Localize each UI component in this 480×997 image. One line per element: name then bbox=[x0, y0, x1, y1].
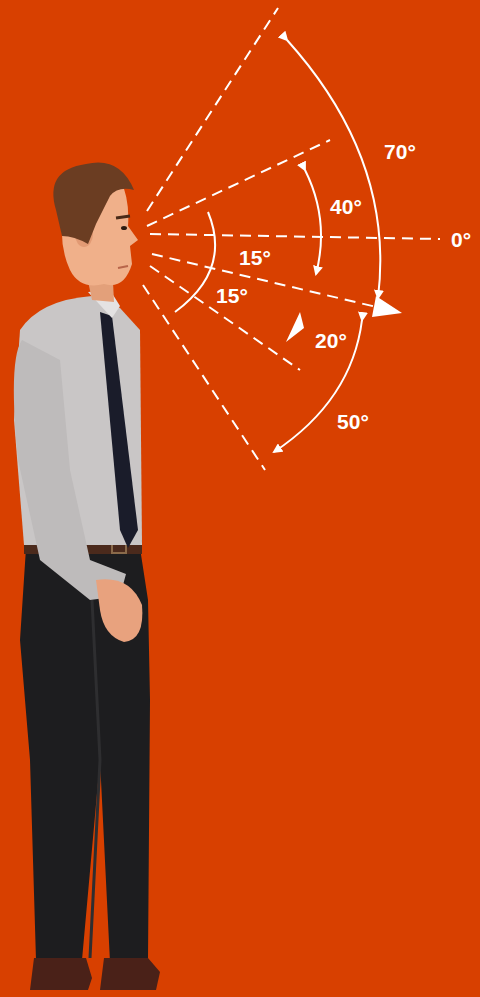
sight-lines bbox=[143, 8, 440, 470]
man-figure bbox=[14, 162, 160, 990]
angle-arcs bbox=[175, 40, 380, 452]
arrowhead bbox=[372, 296, 402, 317]
angle-label: 0° bbox=[451, 228, 471, 252]
angle-label: 50° bbox=[337, 410, 369, 434]
arrowhead bbox=[286, 312, 304, 342]
angle-label: 15° bbox=[216, 284, 248, 308]
angle-label: 40° bbox=[330, 195, 362, 219]
angle-label: 20° bbox=[315, 329, 347, 353]
angle-label: 70° bbox=[384, 140, 416, 164]
angle-label: 15° bbox=[239, 246, 271, 270]
